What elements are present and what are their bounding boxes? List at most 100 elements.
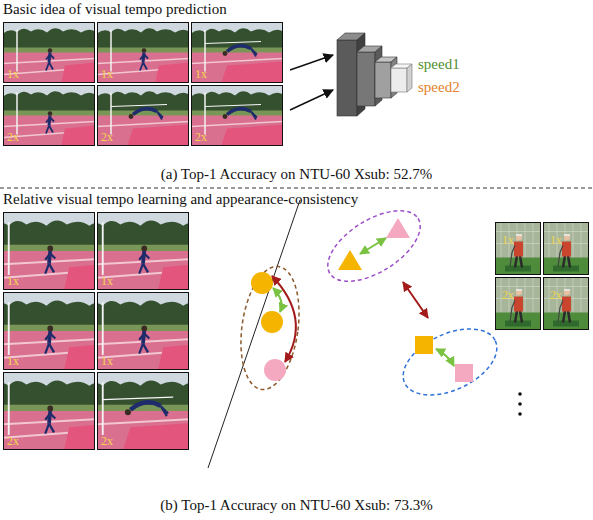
frame-scene bbox=[3, 212, 95, 290]
frame-scene bbox=[543, 222, 589, 275]
art-part bbox=[518, 412, 522, 416]
split-line bbox=[208, 200, 300, 468]
video-frame: 2x bbox=[191, 85, 283, 146]
frame-scene bbox=[495, 277, 541, 330]
ellipsis-dots bbox=[518, 392, 522, 416]
frame-border bbox=[98, 373, 189, 450]
frame-border bbox=[4, 23, 95, 83]
pull-arrow bbox=[436, 349, 454, 366]
speed-tag: 1x bbox=[101, 68, 113, 80]
frame-scene bbox=[3, 22, 95, 83]
speed-tag: 1x bbox=[550, 234, 562, 246]
frame-border bbox=[496, 278, 541, 330]
frame-border bbox=[192, 23, 283, 83]
art-part bbox=[391, 68, 407, 92]
cluster-ellipse bbox=[316, 196, 432, 295]
video-frame: 1x bbox=[3, 292, 95, 370]
frame-scene bbox=[3, 292, 95, 370]
art-part bbox=[407, 64, 412, 92]
speed-tag: 2x bbox=[550, 289, 562, 301]
frame-scene bbox=[3, 372, 95, 450]
frame-border bbox=[192, 86, 283, 146]
feature-square bbox=[455, 364, 473, 382]
input-arrow bbox=[290, 90, 333, 110]
frame-picture bbox=[543, 222, 589, 275]
art-part bbox=[337, 40, 357, 116]
frame-scene bbox=[97, 85, 189, 146]
frame-border bbox=[4, 86, 95, 146]
frame-border bbox=[98, 86, 189, 146]
frame-picture bbox=[543, 277, 589, 330]
frame-scene bbox=[97, 372, 189, 450]
art-part bbox=[357, 52, 375, 106]
speed-tag: 1x bbox=[7, 68, 19, 80]
video-frame: 1x bbox=[191, 22, 283, 83]
frame-border bbox=[496, 223, 541, 275]
feature-circle bbox=[251, 272, 273, 294]
speed-tag: 1x bbox=[101, 355, 113, 367]
video-frame: 1x bbox=[97, 292, 189, 370]
frame-scene bbox=[495, 222, 541, 275]
art-part bbox=[518, 402, 522, 406]
video-frame: 1x bbox=[3, 212, 95, 290]
feature-triangle bbox=[338, 250, 362, 270]
input-arrow bbox=[290, 55, 333, 70]
accuracy-caption: (b) Top-1 Accuracy on NTU-60 Xsub: 73.3% bbox=[0, 497, 593, 514]
speed-tag: 2x bbox=[101, 435, 113, 447]
speed-tag: 2x bbox=[101, 131, 113, 143]
section-heading: Relative visual tempo learning and appea… bbox=[3, 191, 358, 208]
video-frame: 1x bbox=[543, 222, 589, 275]
speed-tag: 2x bbox=[7, 435, 19, 447]
feature-square bbox=[415, 336, 433, 354]
feature-circle bbox=[261, 311, 283, 333]
frame-picture bbox=[495, 277, 541, 330]
frame-scene bbox=[97, 292, 189, 370]
frame-border bbox=[4, 293, 95, 370]
push-arrow bbox=[272, 276, 296, 362]
network-block bbox=[337, 33, 412, 116]
output-speed: speed1 bbox=[418, 56, 460, 73]
frame-border bbox=[98, 213, 189, 290]
video-frame: 2x bbox=[3, 372, 95, 450]
speed-tag: 1x bbox=[502, 234, 514, 246]
video-frame: 2x bbox=[495, 277, 541, 330]
frame-border bbox=[4, 213, 95, 290]
frame-scene bbox=[543, 277, 589, 330]
video-frame: 1x bbox=[3, 22, 95, 83]
pull-arrow bbox=[360, 238, 386, 254]
video-frame: 1x bbox=[97, 22, 189, 83]
video-frame: 2x bbox=[543, 277, 589, 330]
frame-border bbox=[98, 23, 189, 83]
cluster-ellipse bbox=[234, 263, 307, 394]
speed-tag: 1x bbox=[7, 355, 19, 367]
frame-scene bbox=[97, 212, 189, 290]
frame-border bbox=[98, 293, 189, 370]
speed-tag: 2x bbox=[7, 131, 19, 143]
video-frame: 2x bbox=[3, 85, 95, 146]
video-frame: 1x bbox=[97, 212, 189, 290]
frame-border bbox=[544, 223, 589, 275]
frame-scene bbox=[191, 22, 283, 83]
frame-scene bbox=[97, 22, 189, 83]
feature-triangle bbox=[386, 218, 410, 238]
speed-tag: 2x bbox=[195, 131, 207, 143]
feature-circle bbox=[264, 359, 286, 381]
speed-tag: 1x bbox=[195, 68, 207, 80]
video-frame: 2x bbox=[97, 372, 189, 450]
frame-border bbox=[4, 373, 95, 450]
video-frame: 2x bbox=[97, 85, 189, 146]
speed-tag: 2x bbox=[502, 289, 514, 301]
video-frame: 1x bbox=[495, 222, 541, 275]
frame-border bbox=[544, 278, 589, 330]
pull-arrow bbox=[273, 288, 281, 312]
frame-picture bbox=[495, 222, 541, 275]
accuracy-caption: (a) Top-1 Accuracy on NTU-60 Xsub: 52.7% bbox=[0, 166, 593, 183]
output-speed: speed2 bbox=[418, 79, 460, 96]
frame-scene bbox=[3, 85, 95, 146]
section-heading: Basic idea of visual tempo prediction bbox=[3, 1, 227, 18]
frame-scene bbox=[191, 85, 283, 146]
push-arrow bbox=[403, 282, 428, 318]
art-part bbox=[518, 392, 522, 396]
art-part bbox=[375, 62, 391, 98]
